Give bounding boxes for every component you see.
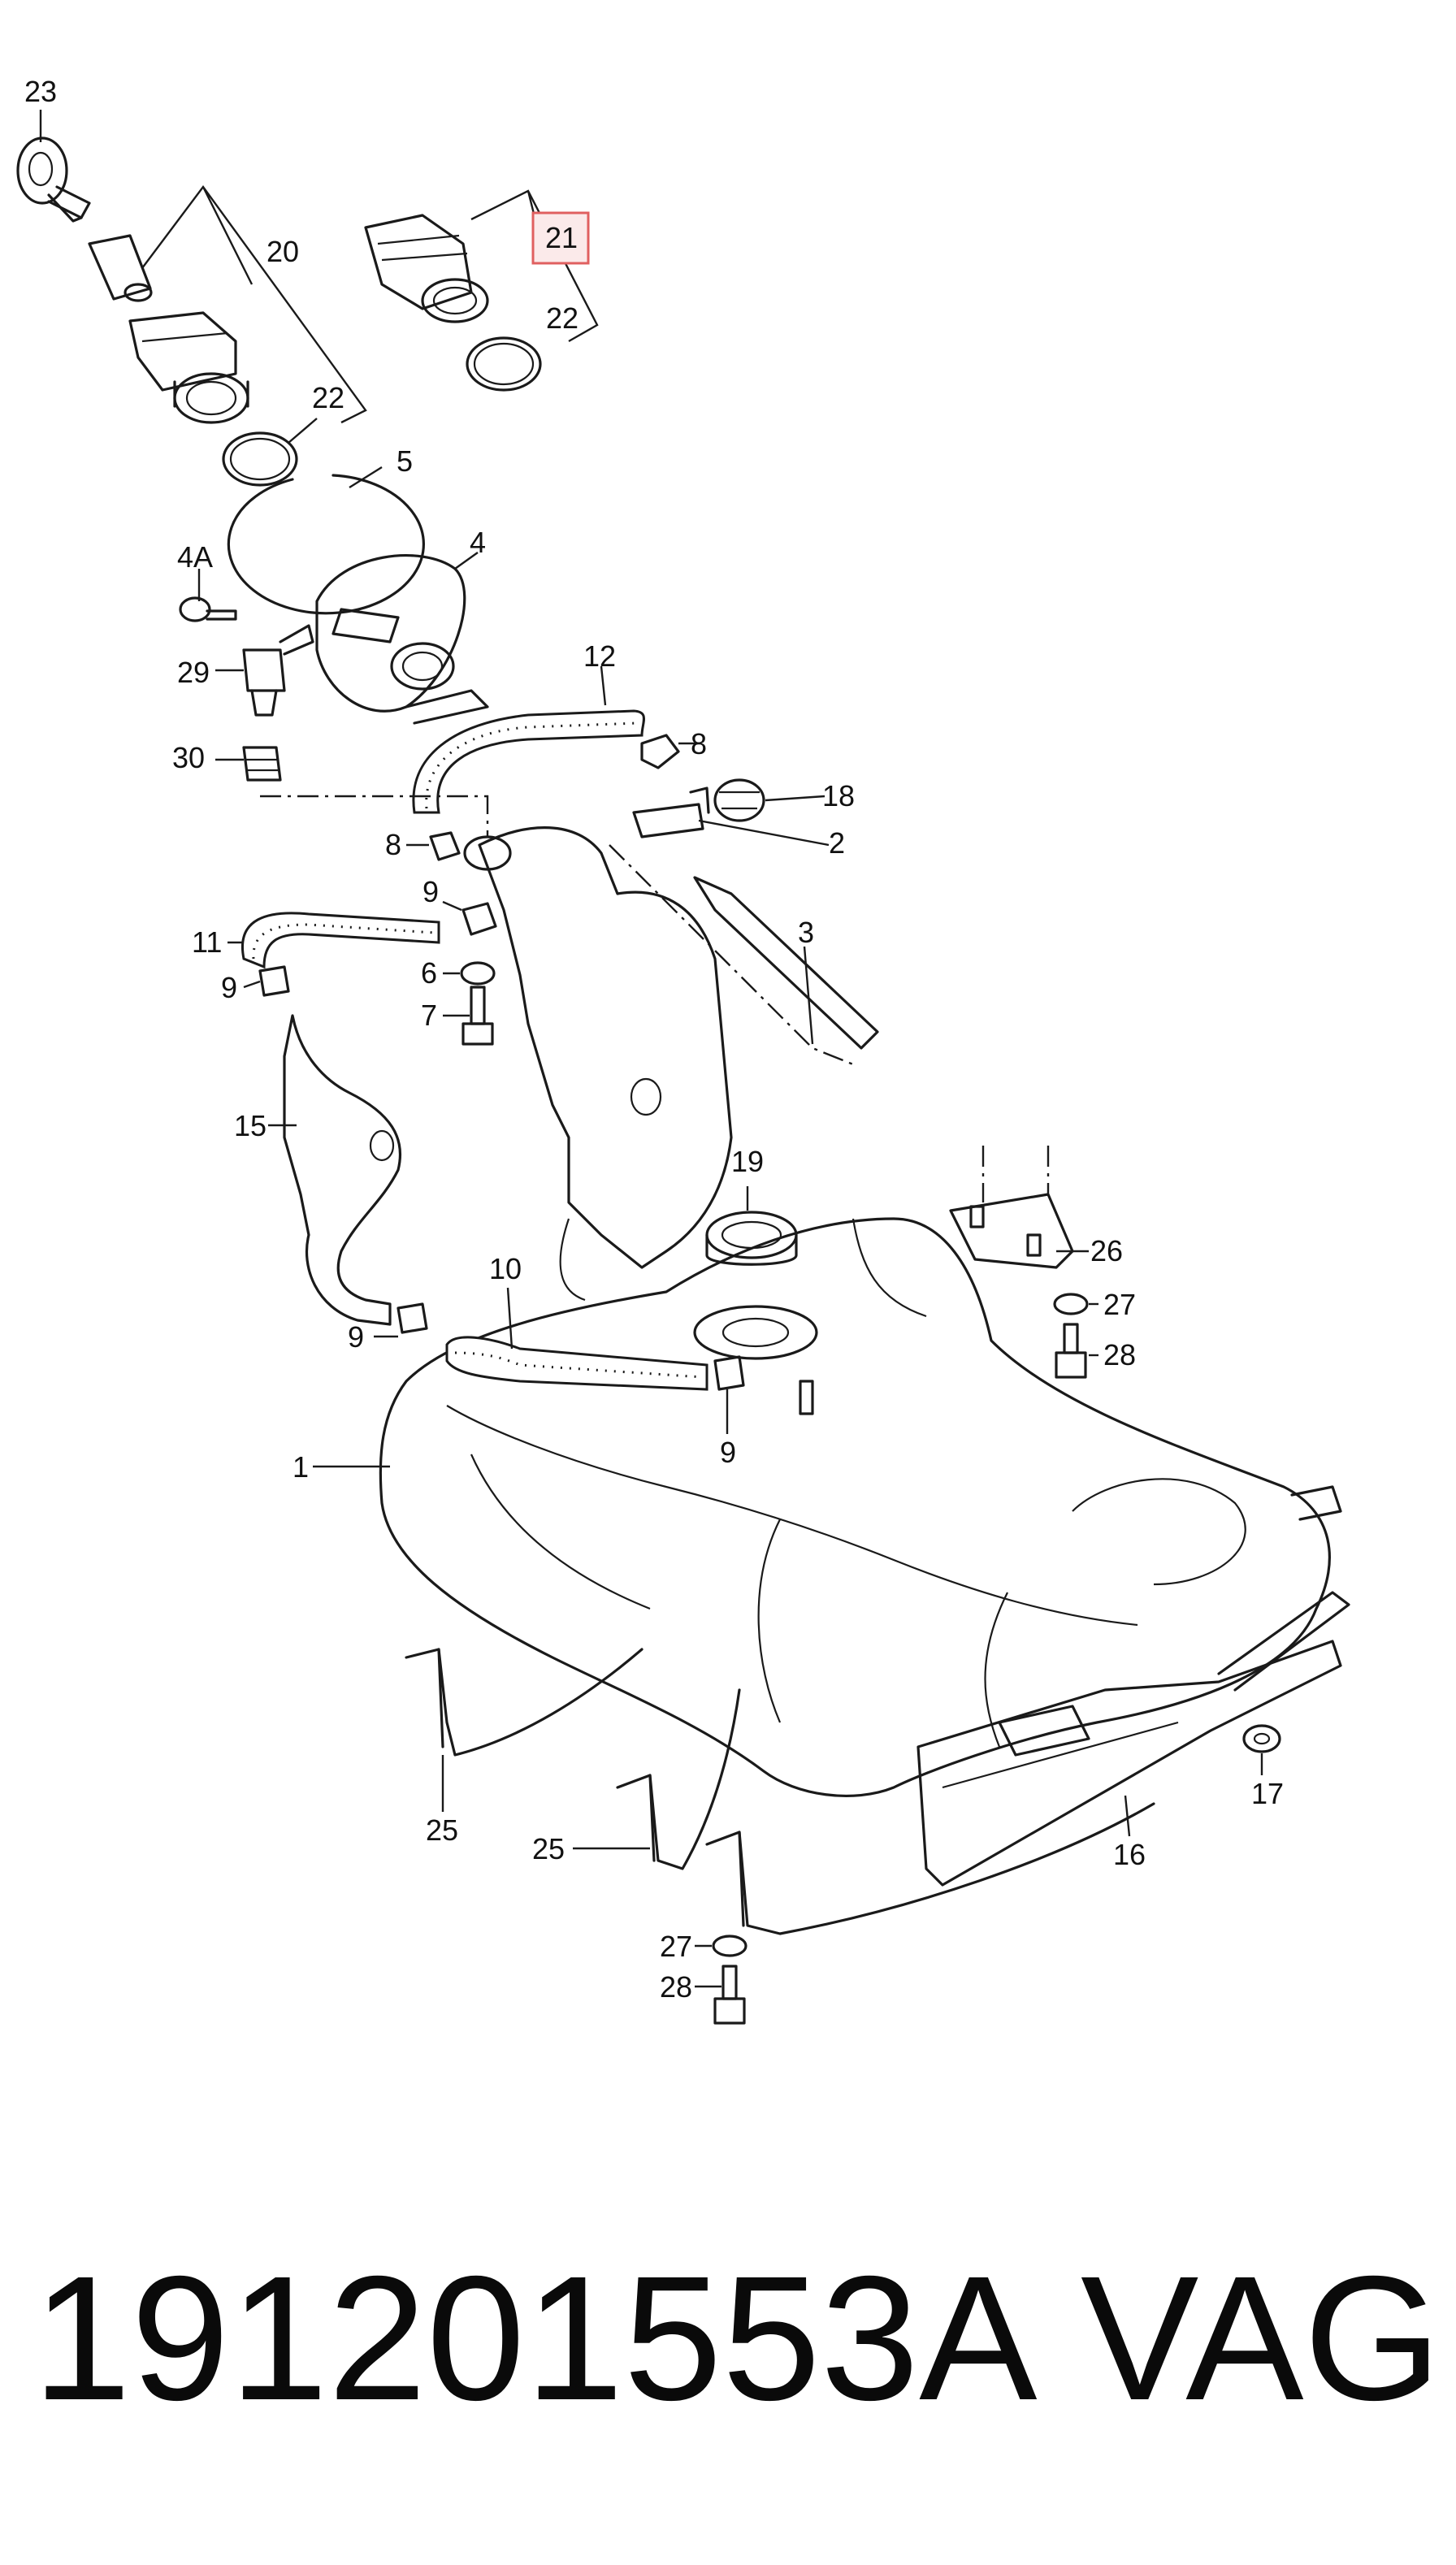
dash-line-sender: [609, 844, 854, 1066]
fuel-tank-exploded-diagram: 23 20 21 22 22 5 4 4A 29 12 30 8 18 8 2 …: [16, 75, 1350, 2025]
part-3-wiring: [693, 876, 879, 1050]
label-9-lower: 9: [348, 1320, 364, 1354]
part-9-clamp-left: [258, 965, 290, 997]
label-22-left: 22: [312, 381, 344, 414]
label-16: 16: [1113, 1838, 1146, 1871]
label-22-right: 22: [546, 301, 578, 335]
label-12: 12: [583, 639, 616, 673]
part-22-seal-left: [222, 431, 298, 487]
dash-line-hose: [260, 795, 489, 837]
part-26-bracket: [949, 1146, 1074, 1269]
label-26: 26: [1090, 1234, 1123, 1267]
label-9-tank: 9: [720, 1436, 736, 1469]
part-28-bolt-lower: [713, 1965, 746, 2025]
label-28-lower: 28: [660, 1970, 692, 2004]
part-11-hose: [241, 912, 440, 969]
label-27-lower: 27: [660, 1930, 692, 1963]
label-2: 2: [829, 826, 845, 860]
part-9-clamp-upper: [462, 902, 497, 936]
label-17: 17: [1251, 1777, 1284, 1810]
part-2-valve: [632, 786, 710, 838]
part-27-washer-upper: [1053, 1293, 1089, 1315]
bracket-20: [141, 184, 367, 424]
tank-right-bracket: [1217, 1485, 1350, 1692]
part-5-ring: [227, 474, 425, 615]
part-10-hose: [445, 1336, 708, 1391]
part-6-washer: [460, 961, 496, 986]
label-30: 30: [172, 741, 205, 774]
part-23-key: [16, 136, 91, 223]
label-1: 1: [292, 1450, 309, 1484]
label-25-left: 25: [426, 1813, 458, 1847]
label-18: 18: [822, 779, 855, 812]
label-4a: 4A: [177, 540, 213, 574]
label-10: 10: [489, 1252, 522, 1285]
label-8-left: 8: [385, 828, 401, 861]
callout-labels: 23 20 21 22 22 5 4 4A 29 12 30 8 18 8 2 …: [24, 75, 1284, 2004]
part-21-fuel-cap: [364, 214, 489, 323]
part-15-bracket-hose: [283, 1014, 402, 1326]
footer: 191201553A VAG: [32, 2240, 1441, 2462]
label-9-upper: 9: [422, 875, 439, 908]
label-3: 3: [798, 916, 814, 949]
part-4-filler-housing: [315, 554, 489, 725]
part-20-lock-cap: [88, 234, 249, 424]
label-23: 23: [24, 75, 57, 108]
label-8-right: 8: [691, 727, 707, 760]
part-16-heat-shield: [916, 1640, 1342, 1887]
part-17-nut: [1242, 1724, 1281, 1753]
part-25-strap-center: [616, 1688, 741, 1870]
part-9-clamp-tank: [713, 1355, 745, 1391]
part-29-valve: [242, 624, 314, 717]
brand-name: VAG: [1081, 2240, 1442, 2437]
part-30-cap: [242, 746, 282, 782]
part-4a-rivet: [179, 596, 237, 622]
part-22-seal-right: [466, 336, 542, 392]
part-19-lock-ring: [705, 1211, 798, 1266]
label-21: 21: [545, 221, 578, 254]
part-number: 191201553A: [32, 2240, 1038, 2437]
part-12-breather-hose: [412, 709, 645, 814]
part-27-washer-lower: [712, 1935, 748, 1957]
highlight-box-21: [531, 211, 590, 265]
part-9-clamp-lower: [396, 1302, 428, 1334]
label-28-upper: 28: [1103, 1338, 1136, 1371]
part-1-fuel-tank: [379, 1217, 1331, 1798]
label-4: 4: [470, 526, 486, 559]
label-20: 20: [266, 235, 299, 268]
part-18-nut: [713, 778, 765, 822]
leader-lines: [39, 110, 1263, 1988]
label-15: 15: [234, 1109, 266, 1142]
label-11: 11: [192, 925, 222, 959]
strap-lower: [705, 1802, 1155, 1935]
label-25-center: 25: [532, 1832, 565, 1865]
label-9-left: 9: [221, 971, 237, 1004]
part-7-bolt: [462, 986, 494, 1046]
label-6: 6: [421, 956, 437, 990]
part-8-cap-right: [640, 734, 680, 769]
label-5: 5: [396, 444, 413, 478]
part-8-cap-left: [429, 831, 461, 861]
label-7: 7: [421, 999, 437, 1032]
filler-pipe: [463, 826, 733, 1302]
label-29: 29: [177, 656, 210, 689]
part-28-bolt-upper: [1055, 1323, 1087, 1379]
label-27-upper: 27: [1103, 1288, 1136, 1321]
label-19: 19: [731, 1145, 764, 1178]
part-25-strap-left: [405, 1648, 644, 1757]
tank-fitting: [799, 1380, 814, 1415]
